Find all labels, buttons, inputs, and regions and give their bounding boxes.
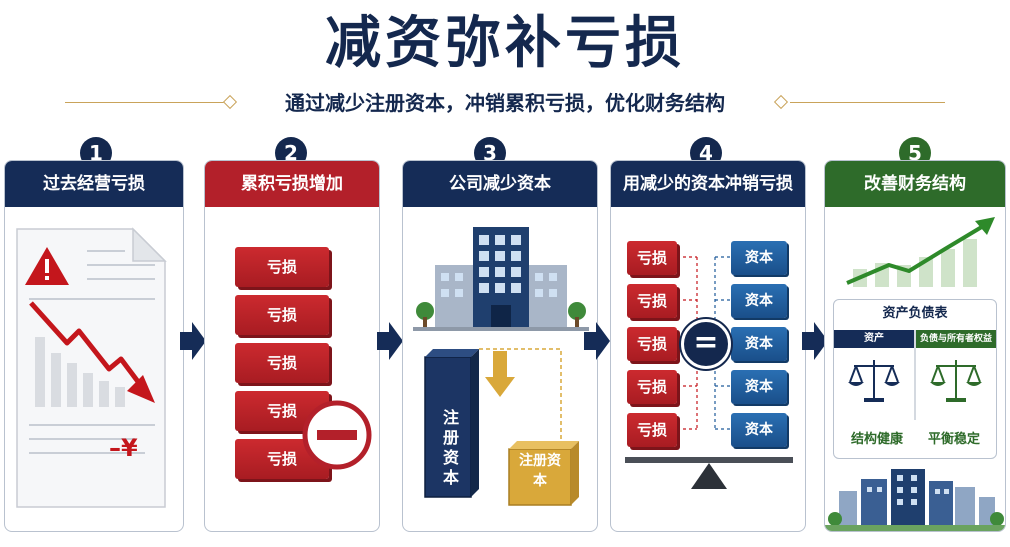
divider-left [65, 102, 225, 103]
page-title: 减资弥补亏损 [325, 11, 685, 76]
panel-header: 公司减少资本 [403, 161, 597, 207]
panel-body: 资产负债表 资产 负债与所有者权益 [825, 207, 1005, 531]
panel-accumulated-losses: 累积亏损增加 亏损 亏损 亏损 亏损 亏损 [204, 160, 380, 532]
registered-capital-label: 注册资本 [440, 409, 459, 489]
status-balanced: 平衡稳定 [927, 432, 980, 447]
growth-chart-icon [846, 217, 995, 287]
column-divider [914, 330, 916, 420]
panel-capital-reduction: 公司减少资本 [402, 160, 598, 532]
panel-header: 用减少的资本冲销亏损 [611, 161, 805, 207]
capital-reduce-diagram [424, 348, 579, 506]
balance-scale-icon [930, 360, 982, 402]
capital-block: 资本 [731, 284, 787, 318]
liabilities-column-header: 负债与所有者权益 [916, 330, 996, 348]
panel-header: 改善财务结构 [825, 161, 1005, 207]
capital-block: 资本 [731, 241, 787, 275]
balance-sheet-title: 资产负债表 [882, 306, 948, 321]
panel-improved-structure: 改善财务结构 资产负债表 资产 负债与所有者权益 [824, 160, 1006, 532]
panel-body: –¥ [5, 207, 183, 531]
reduced-capital-label: 注册资本 [519, 453, 561, 489]
status-healthy: 结构健康 [850, 432, 903, 447]
loss-block: 亏损 [627, 327, 677, 361]
loss-block: 亏损 [627, 370, 677, 404]
equals-icon: = [681, 319, 731, 369]
minus-circle-icon [302, 400, 372, 470]
arrow-right-icon [584, 322, 610, 360]
panel-header: 过去经营亏损 [5, 161, 183, 207]
panel-header: 累积亏损增加 [205, 161, 379, 207]
capital-block: 资本 [731, 413, 787, 447]
arrow-right-icon [377, 322, 403, 360]
capital-block: 资本 [731, 370, 787, 404]
diamond-icon [222, 94, 238, 110]
assets-column-header: 资产 [834, 330, 914, 348]
loss-block: 亏损 [627, 241, 677, 275]
balance-sheet-card: 资产负债表 资产 负债与所有者权益 [833, 299, 997, 459]
panel-past-losses: 过去经营亏损 [4, 160, 184, 532]
panel-body: 亏损 亏损 亏损 亏损 亏损 [205, 207, 379, 531]
arrow-right-icon [802, 322, 828, 360]
capital-block: 资本 [731, 327, 787, 361]
company-building-icon [413, 227, 589, 331]
loss-block: 亏损 [627, 413, 677, 447]
panel-body: 亏损 亏损 亏损 亏损 亏损 资本 资本 资本 资本 资本 = [611, 207, 805, 531]
loss-amount: –¥ [109, 434, 138, 462]
subtitle: 通过减少注册资本，冲销累积亏损，优化财务结构 [285, 91, 725, 115]
warning-icon [25, 247, 69, 285]
loss-report-illustration [16, 227, 167, 508]
loss-block: 亏损 [235, 247, 329, 287]
loss-block: 亏损 [235, 295, 329, 335]
panel-offset-losses: 用减少的资本冲销亏损 亏损 亏损 亏损 亏损 亏损 资本 资本 资本 资本 资本… [610, 160, 806, 532]
city-skyline-icon [825, 469, 1005, 531]
divider-right [790, 102, 945, 103]
panel-body: 注册资本 注册资本 [403, 207, 597, 531]
balance-scale-icon [848, 360, 900, 402]
loss-block: 亏损 [235, 343, 329, 383]
diamond-icon [773, 94, 789, 110]
subtitle-row: 通过减少注册资本，冲销累积亏损，优化财务结构 [0, 90, 1010, 116]
loss-block: 亏损 [627, 284, 677, 318]
arrow-right-icon [180, 322, 206, 360]
